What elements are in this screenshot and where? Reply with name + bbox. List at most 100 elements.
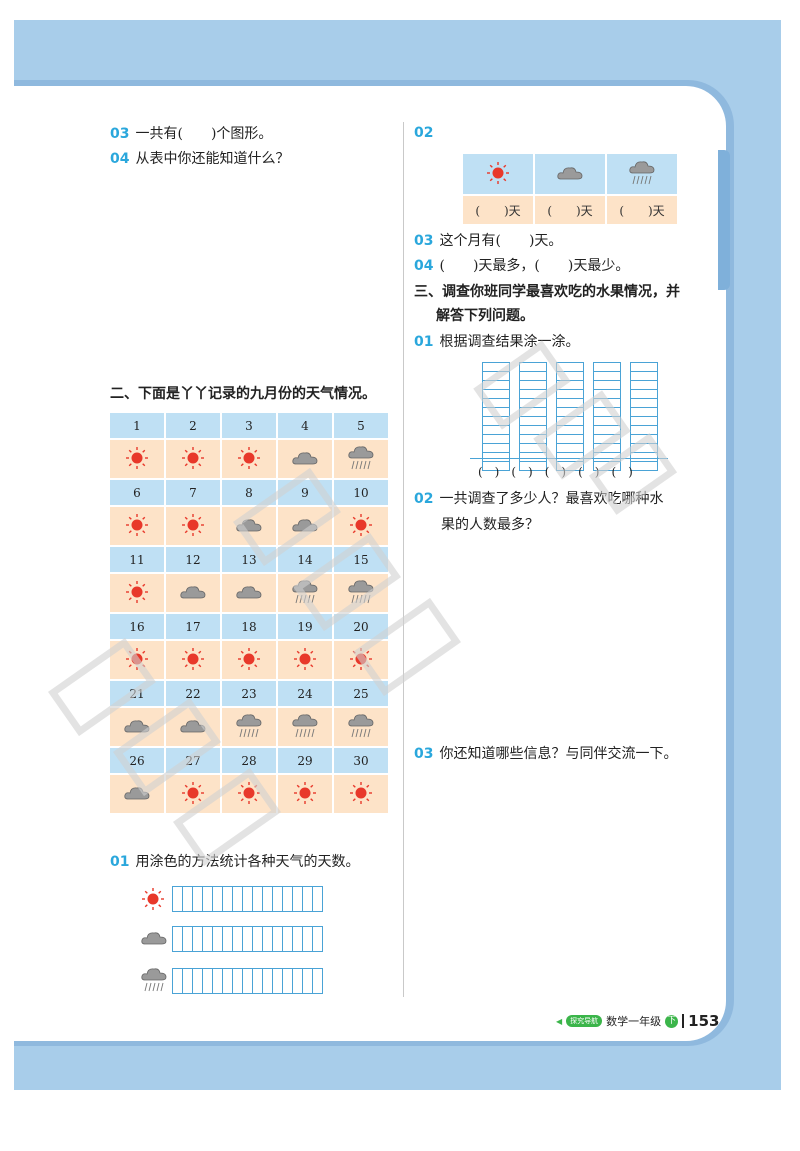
day-number: 5 <box>334 413 388 438</box>
question-text: 你还知道哪些信息？与同伴交流一下。 <box>439 746 678 762</box>
question-text: 一共有( )个图形。 <box>135 126 273 142</box>
sun-icon <box>166 507 220 545</box>
weather-icon-row <box>110 507 388 545</box>
rain-icon <box>222 708 276 746</box>
rain-icon <box>334 574 388 612</box>
right-q04: 04( )天最多，( )天最少。 <box>414 256 629 276</box>
question-number: 01 <box>414 334 434 350</box>
sun-icon <box>166 775 220 813</box>
fruit-column-4[interactable] <box>593 362 621 471</box>
weather-icon-row <box>110 440 388 478</box>
cloud-icon <box>278 440 332 478</box>
stat-sun-answer[interactable]: ( )天 <box>463 196 533 224</box>
fruit-cell[interactable] <box>482 461 510 471</box>
cloud-icon <box>222 507 276 545</box>
day-number: 4 <box>278 413 332 438</box>
question-number: 02 <box>414 491 434 507</box>
sun-icon <box>222 641 276 679</box>
day-number: 27 <box>166 748 220 773</box>
sun-icon <box>334 641 388 679</box>
tally-cell[interactable] <box>312 886 323 912</box>
question-text: 从表中你还能知道什么？ <box>135 151 290 167</box>
right-q02: 02 <box>414 123 439 143</box>
day-number: 16 <box>110 614 164 639</box>
footer-book: 数学一年级 <box>606 1015 662 1028</box>
arrow-left-icon: ◀ <box>556 1016 563 1026</box>
question-text: 用涂色的方法统计各种天气的天数。 <box>135 854 360 870</box>
left-q01: 01 用涂色的方法统计各种天气的天数。 <box>110 852 359 872</box>
day-number: 20 <box>334 614 388 639</box>
question-number: 03 <box>414 233 434 249</box>
sun-tally-grid[interactable] <box>172 886 323 912</box>
day-number: 26 <box>110 748 164 773</box>
fruit-cell[interactable] <box>630 461 658 471</box>
rain-icon <box>140 966 168 998</box>
stat-cloud-answer[interactable]: ( )天 <box>535 196 605 224</box>
rain-tally-grid[interactable] <box>172 968 323 994</box>
stat-sun-header <box>463 154 533 194</box>
fruit-column-2[interactable] <box>519 362 547 471</box>
day-number: 25 <box>334 681 388 706</box>
cloud-icon <box>110 708 164 746</box>
fruit-cell[interactable] <box>593 461 621 471</box>
stat-rain-answer[interactable]: ( )天 <box>607 196 677 224</box>
tally-cell[interactable] <box>312 968 323 994</box>
stat-cloud-header <box>535 154 605 194</box>
cloud-tally-grid[interactable] <box>172 926 323 952</box>
day-number: 6 <box>110 480 164 505</box>
right-q02b-line2: 果的人数最多？ <box>441 517 539 533</box>
day-number: 29 <box>278 748 332 773</box>
day-number: 2 <box>166 413 220 438</box>
weather-icon-row <box>110 574 388 612</box>
question-text: 根据调查结果涂一涂。 <box>439 334 580 350</box>
sun-icon <box>140 886 166 916</box>
day-number: 18 <box>222 614 276 639</box>
day-number: 8 <box>222 480 276 505</box>
fruit-cell[interactable] <box>519 461 547 471</box>
sun-icon <box>485 161 511 189</box>
day-number: 12 <box>166 547 220 572</box>
tally-cell[interactable] <box>312 926 323 952</box>
right-q01: 01 根据调查结果涂一涂。 <box>414 332 579 352</box>
sun-icon <box>110 440 164 478</box>
section3-title-line2: 解答下列问题。 <box>436 308 534 324</box>
cloud-icon <box>140 928 168 952</box>
fruit-column-5[interactable] <box>630 362 658 471</box>
page-number: 153 <box>688 1012 720 1030</box>
day-number: 10 <box>334 480 388 505</box>
column-divider <box>403 122 404 997</box>
cloud-icon <box>110 775 164 813</box>
section2-title: 二、下面是丫丫记录的九月份的天气情况。 <box>110 386 376 402</box>
question-number: 04 <box>414 258 434 274</box>
cloud-icon <box>278 507 332 545</box>
question-number: 01 <box>110 854 130 870</box>
volume-badge: 下 <box>665 1014 679 1028</box>
footer-bar <box>682 1014 685 1028</box>
sun-icon <box>110 507 164 545</box>
stat-rain-header <box>607 154 677 194</box>
footer-tag: 探究导航 <box>566 1015 603 1027</box>
fruit-column-1[interactable] <box>482 362 510 471</box>
fruit-baseline <box>470 458 668 459</box>
day-number: 13 <box>222 547 276 572</box>
rain-icon <box>278 708 332 746</box>
day-number: 7 <box>166 480 220 505</box>
sun-icon <box>166 440 220 478</box>
fruit-column-3[interactable] <box>556 362 584 471</box>
page-tab <box>718 150 730 290</box>
sun-icon <box>110 574 164 612</box>
fruit-cell[interactable] <box>556 461 584 471</box>
sun-icon <box>222 440 276 478</box>
question-number: 02 <box>414 125 434 141</box>
day-number: 30 <box>334 748 388 773</box>
fruit-labels[interactable]: ( ) ( ) ( ) ( ) ( ) <box>478 465 633 479</box>
